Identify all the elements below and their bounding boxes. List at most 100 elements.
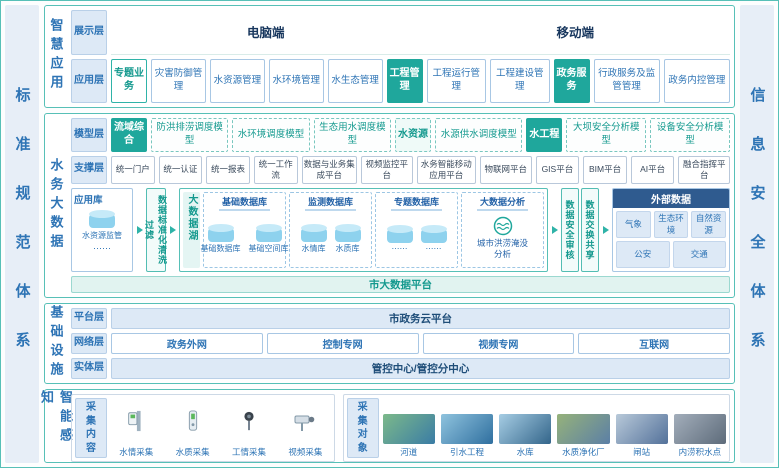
purification-plant-photo xyxy=(557,414,610,445)
river-photo xyxy=(382,414,435,445)
collect-item-engineering-status: 工情采集 xyxy=(224,398,274,458)
database-cylinder-icon xyxy=(420,225,447,244)
app-group-thematic-business-label: 专题业务 xyxy=(111,58,147,103)
app-group-engineering-mgmt-label: 工程管理 xyxy=(386,58,423,103)
collection-content-block: 采集内容 水情采集 xyxy=(71,394,335,463)
external-item-transportation: 交通 xyxy=(672,240,726,268)
support-box-ai-platform: AI平台 xyxy=(630,155,675,184)
collect-item-label: 工情采集 xyxy=(232,447,267,458)
db-item: 水质库 xyxy=(334,222,361,254)
support-box-smart-mobile-app: 水务智能移动应用平台 xyxy=(416,155,477,184)
support-box-unified-portal: 统一门户 xyxy=(111,155,155,184)
support-box-unified-auth: 统一认证 xyxy=(158,155,203,184)
waterlogging-point-photo xyxy=(673,414,726,445)
database-cylinder-icon xyxy=(207,224,234,243)
lake-group-thematic-db-title: 专题数据库 xyxy=(390,195,442,211)
external-item-eco-environment: 生态环境 xyxy=(653,210,689,238)
platform-layer-row: 平台层 市政务云平台 xyxy=(71,307,730,329)
intelligent-perception-body: 采集内容 水情采集 xyxy=(67,390,734,463)
display-layer-content: 电脑端 移动端 xyxy=(111,10,730,55)
analysis-label: 城市洪涝淹没分析 xyxy=(476,238,528,260)
application-layer-label: 应用层 xyxy=(71,58,107,103)
external-item-public-security: 公安 xyxy=(616,240,670,268)
support-box-unified-workflow: 统一工作流 xyxy=(253,155,298,184)
object-item-label: 河道 xyxy=(400,447,418,458)
model-group-water-engineering-label: 水工程 xyxy=(526,117,563,152)
object-item-sluice-station: 闸站 xyxy=(615,398,668,458)
flood-analysis-icon xyxy=(493,216,512,236)
support-box-data-business-integration: 数据与业务集成平台 xyxy=(301,155,358,184)
object-item-purification-plant: 水质净化厂 xyxy=(557,398,610,458)
collect-item-video: 视频采集 xyxy=(280,398,330,458)
data-flow-row: 应用库 水资源监管 ⋯⋯ 数据标准化清洗过滤 大数据湖 基础数据库 xyxy=(71,187,730,272)
left-pillar-standards-system: 标准规范体系 xyxy=(5,5,39,463)
support-layer-row: 支撑层 统一门户 统一认证 统一报表 统一工作流 数据与业务集成平台 视频监控平… xyxy=(71,155,730,184)
gov-cloud-platform-bar: 市政务云平台 xyxy=(111,307,730,329)
db-item-label: ⋯⋯ xyxy=(425,244,442,254)
model-box-flood-drainage: 防洪排涝调度模型 xyxy=(151,117,229,152)
model-group-water-engineering: 水工程 大坝安全分析模型 设备安全分析模型 xyxy=(526,117,731,152)
lake-group-basic-db: 基础数据库 基础数据库 基础空间库 xyxy=(200,191,289,268)
object-item-river: 河道 xyxy=(382,398,435,458)
network-box-internet: 互联网 xyxy=(578,332,730,354)
collect-item-label: 水情采集 xyxy=(119,447,154,458)
model-layer-label: 模型层 xyxy=(71,117,107,152)
model-layer-row: 模型层 流域综合 防洪排涝调度模型 水环境调度模型 生态用水调度模型 水资源 水… xyxy=(71,117,731,152)
lake-group-monitoring-db: 监测数据库 水情库 水质库 xyxy=(289,191,372,268)
collect-item-label: 水质采集 xyxy=(175,447,210,458)
section-intelligent-perception: 智能感知 采集内容 xyxy=(39,389,735,464)
network-box-gov-extranet: 政务外网 xyxy=(111,332,263,354)
control-center-bar: 管控中心/管控分中心 xyxy=(111,357,730,380)
application-database-item: 水资源监管 xyxy=(82,230,122,240)
external-item-natural-resources: 自然资源 xyxy=(691,210,727,238)
lake-group-big-data-analysis: 大数据分析 城市洪涝淹没分析 xyxy=(461,191,544,268)
network-layer-label: 网络层 xyxy=(71,332,107,354)
diversion-project-photo xyxy=(440,414,494,445)
collection-objects-label: 采集对象 xyxy=(346,398,379,459)
db-item: 基础空间库 xyxy=(249,222,289,254)
support-layer-label: 支撑层 xyxy=(71,155,107,184)
external-data-header: 外部数据 xyxy=(613,188,729,208)
flow-arrow-icon xyxy=(601,188,610,272)
db-item-label: 基础数据库 xyxy=(200,244,241,254)
database-cylinder-icon xyxy=(300,224,327,243)
flow-arrow-icon xyxy=(168,188,177,272)
application-layer-row: 应用层 专题业务 灾害防御管理 水资源管理 水环境管理 水生态管理 工程管理 工… xyxy=(71,58,731,103)
collect-item-label: 视频采集 xyxy=(288,447,323,458)
sluice-station-photo xyxy=(615,414,668,445)
object-item-label: 引水工程 xyxy=(449,447,484,458)
water-level-sensor-icon xyxy=(128,411,141,432)
object-item-diversion-project: 引水工程 xyxy=(440,398,494,458)
collection-content-label: 采集内容 xyxy=(75,398,107,459)
section-label-infrastructure: 基础设施 xyxy=(48,305,64,382)
support-box-fusion-command: 融合指挥平台 xyxy=(678,155,730,184)
engineering-sensor-icon xyxy=(244,411,254,431)
application-database-box: 应用库 水资源监管 ⋯⋯ xyxy=(71,187,133,272)
application-database-title: 应用库 xyxy=(74,194,103,206)
section-label-water-big-data: 水务大数据 xyxy=(48,157,64,253)
entity-layer-label: 实体层 xyxy=(71,357,107,380)
object-item-label: 水质净化厂 xyxy=(562,447,605,458)
object-item-label: 闸站 xyxy=(633,447,651,458)
display-layer-row: 展示层 电脑端 移动端 xyxy=(71,10,730,55)
external-item-weather: 气象 xyxy=(616,210,651,238)
section-water-big-data: 水务大数据 模型层 流域综合 防洪排涝调度模型 水环境调度模型 生态用水调度模型… xyxy=(44,112,735,298)
collection-objects-block: 采集对象 河道 引水工程 xyxy=(342,394,730,463)
city-big-data-platform-bar: 市大数据平台 xyxy=(71,275,730,293)
lake-group-basic-db-title: 基础数据库 xyxy=(218,195,270,211)
db-item: ⋯⋯ xyxy=(420,223,447,254)
collect-item-water-level: 水情采集 xyxy=(111,398,161,458)
model-group-water-resource: 水资源 水源供水调度模型 xyxy=(395,117,523,152)
database-cylinder-icon xyxy=(255,224,282,243)
smart-application-body: 展示层 电脑端 移动端 应用层 专题业务 灾害防御管理 水资源管理 水环境管理 … xyxy=(67,6,734,107)
right-pillar-information-security-system: 信息安全体系 xyxy=(740,5,774,463)
lake-group-thematic-db: 专题数据库 ⋯⋯ ⋯⋯ xyxy=(375,191,458,268)
app-group-engineering-mgmt: 工程管理 工程运行管理 工程建设管理 xyxy=(386,58,550,103)
entity-layer-row: 实体层 管控中心/管控分中心 xyxy=(71,357,730,380)
data-cleanse-strip: 数据标准化清洗过滤 xyxy=(144,187,167,272)
app-box-engineering-construction: 工程建设管理 xyxy=(490,58,550,103)
app-box-engineering-operation: 工程运行管理 xyxy=(426,58,487,103)
object-item-reservoir: 水库 xyxy=(499,398,552,458)
db-item-label: ⋯⋯ xyxy=(391,244,408,254)
